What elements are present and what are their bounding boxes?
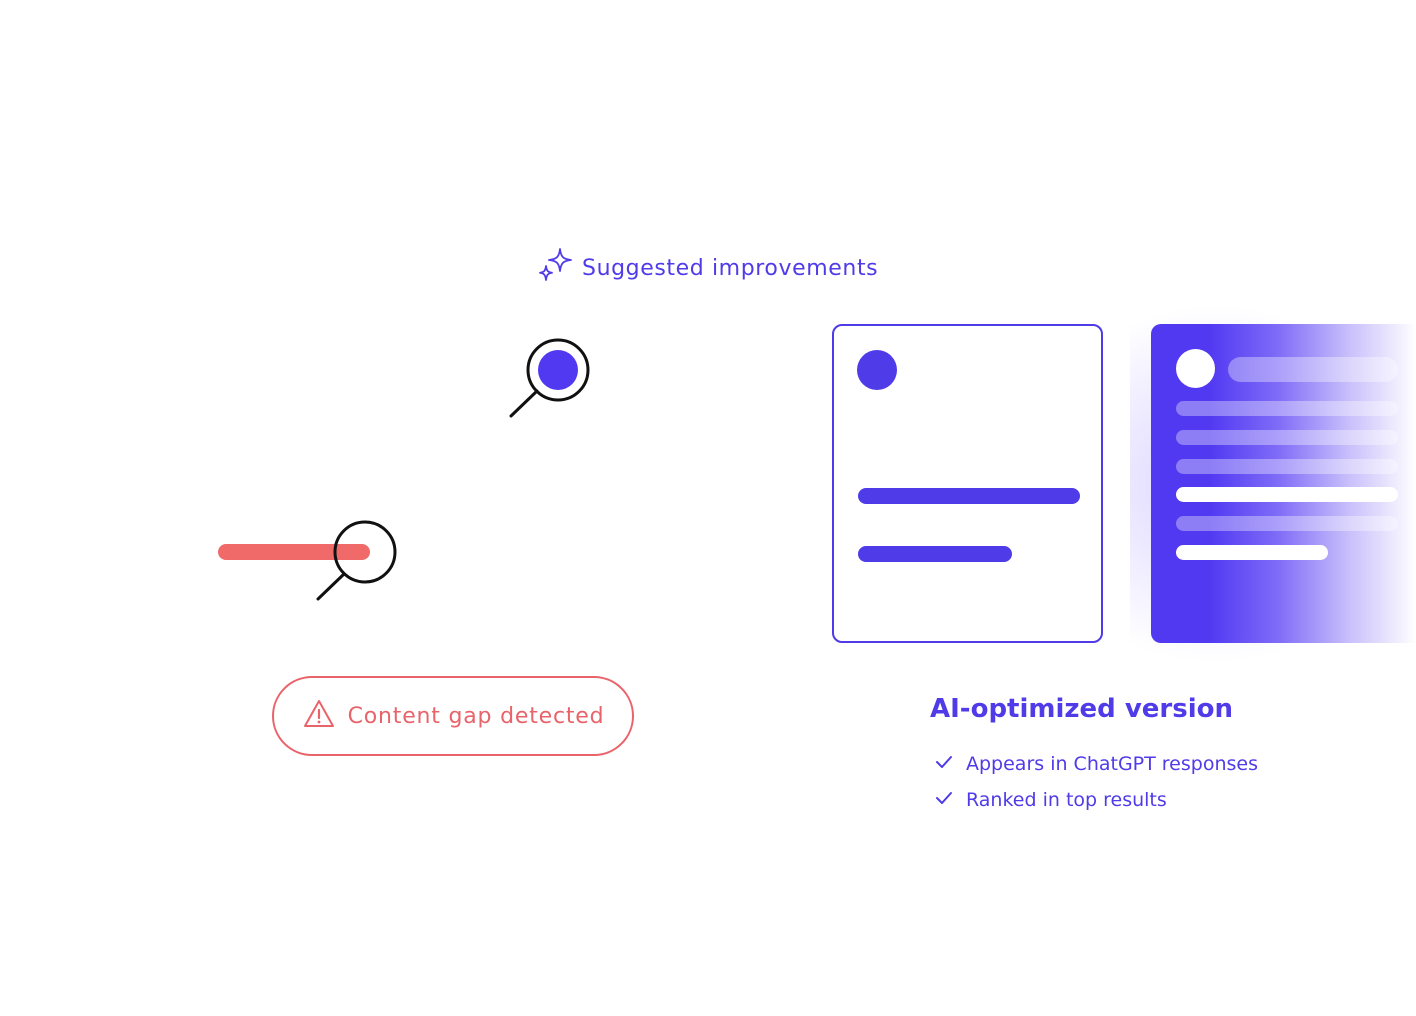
optimized-document-card [1151,324,1416,643]
document-text-line [1176,401,1398,416]
document-title-line [1228,357,1398,382]
document-text-line [858,488,1080,504]
warning-triangle-icon [302,698,336,734]
sparkle-icon [536,246,574,290]
benefit-item: Appears in ChatGPT responses [934,750,1258,778]
checkmark-icon [934,790,954,810]
document-highlight-line [1176,545,1328,560]
magnifier-icon [312,516,402,606]
document-text-line [1176,516,1398,531]
document-highlight-line [1176,487,1398,502]
document-text-line [1176,459,1398,474]
magnifier-found-icon [505,334,597,422]
checkmark-icon [934,754,954,774]
suggested-improvements-header: Suggested improvements [536,248,878,288]
document-avatar [1176,349,1215,388]
document-text-line [1176,430,1398,445]
ai-optimized-title: AI-optimized version [930,694,1233,724]
document-avatar [857,350,897,390]
document-text-line [858,546,1012,562]
benefit-label: Appears in ChatGPT responses [966,753,1258,775]
content-gap-bar [218,544,370,560]
suggested-improvements-label: Suggested improvements [582,255,879,281]
original-document-card [832,324,1103,643]
benefit-label: Ranked in top results [966,789,1167,811]
content-gap-label: Content gap detected [347,703,605,729]
content-gap-badge: Content gap detected [272,676,634,756]
benefit-item: Ranked in top results [934,786,1167,814]
